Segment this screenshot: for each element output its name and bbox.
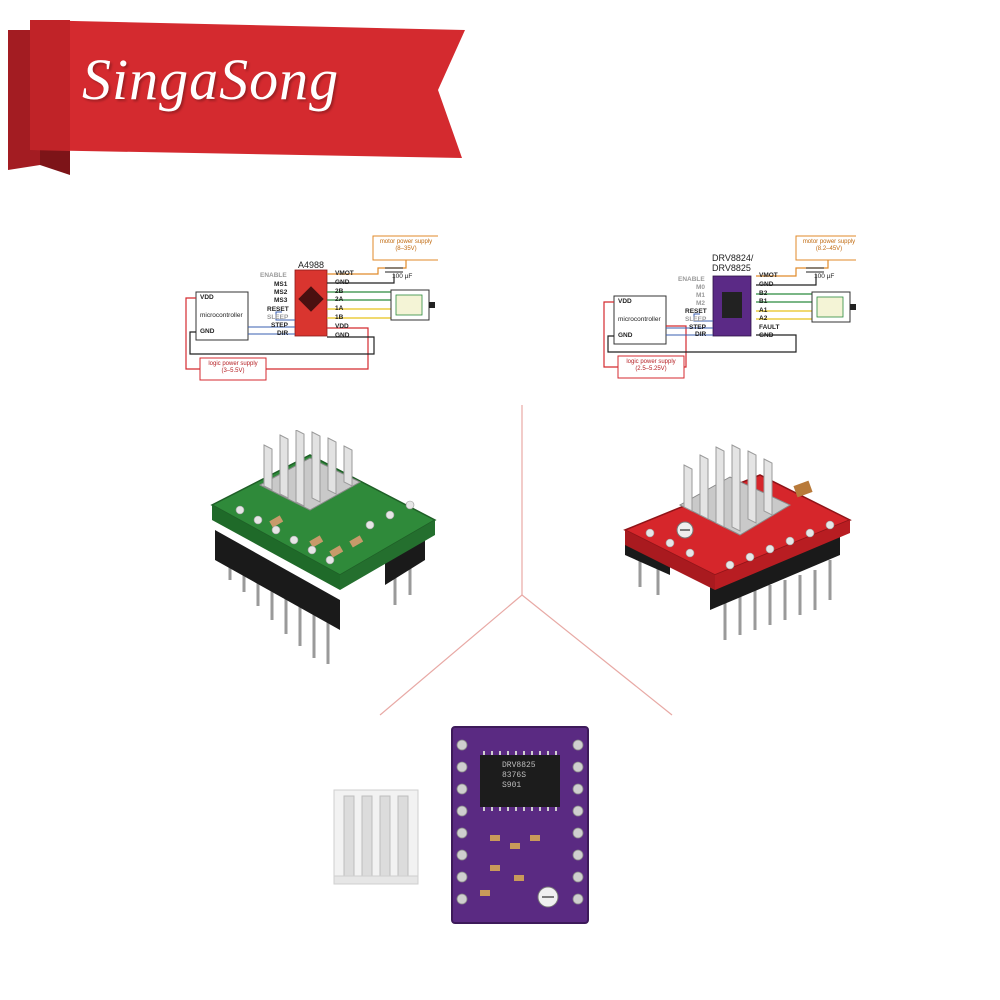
motor-supply-label: motor power supply (8.2–45V)	[800, 239, 858, 253]
capacitor-icon	[806, 267, 824, 273]
pin-step: STEP	[689, 324, 706, 331]
pin-reset: RESET	[267, 306, 289, 313]
pin-2b: 2B	[335, 288, 344, 295]
a4988-wiring-lines	[185, 235, 438, 381]
chip-marking-line3: S901	[502, 781, 522, 790]
potentiometer-icon	[676, 521, 694, 539]
motor-supply-title: motor power supply	[379, 239, 433, 245]
heatsink-icon	[333, 789, 419, 885]
mcu-gnd: GND	[200, 328, 215, 335]
pin-sleep: SLEEP	[267, 314, 289, 321]
drv8825-purple-module: DRV8825 8376S S901	[450, 725, 590, 925]
pin-a2: A2	[759, 315, 768, 322]
pin-gnd-motor: GND	[759, 281, 774, 288]
brand-name: SingaSong	[82, 47, 340, 112]
pin-dir: DIR	[695, 331, 707, 338]
drv8825-red-module	[623, 444, 852, 640]
logic-supply-title: logic power supply	[208, 361, 258, 367]
chip-marking-line2: 8376S	[502, 771, 527, 780]
pin-b1: B1	[759, 298, 768, 305]
a4988-green-module	[210, 430, 437, 664]
pin-m0: M0	[696, 284, 706, 291]
logic-supply-label: logic power supply (2.5–5.25V)	[622, 359, 680, 373]
motor-supply-title: motor power supply	[802, 239, 856, 245]
pin-sleep: SLEEP	[685, 316, 707, 323]
pin-gnd-logic: GND	[759, 332, 774, 339]
logic-supply-range: (2.5–5.25V)	[635, 365, 667, 372]
pin-ms2: MS2	[274, 289, 288, 296]
mcu-label: microcontroller	[200, 312, 243, 319]
mcu-vdd: VDD	[200, 294, 214, 301]
pin-vmot: VMOT	[335, 270, 354, 277]
logic-supply-label: logic power supply (3–5.5V)	[204, 361, 262, 375]
pin-vmot: VMOT	[759, 272, 778, 279]
pin-step: STEP	[271, 322, 288, 329]
pin-a1: A1	[759, 307, 768, 314]
chip-label-line2: DRV8825	[712, 263, 751, 273]
pin-ms1: MS1	[274, 281, 288, 288]
drv8825-wiring-diagram: DRV8824/ DRV8825 ENABLE M0 M1 M2 RESET S…	[596, 232, 856, 402]
pin-gnd-logic: GND	[335, 332, 350, 339]
pin-fault: FAULT	[759, 324, 780, 331]
mcu-gnd: GND	[618, 332, 633, 339]
pin-1a: 1A	[335, 305, 344, 312]
stepper-motor-icon	[390, 289, 435, 321]
mcu-vdd: VDD	[618, 298, 632, 305]
pin-2a: 2A	[335, 296, 344, 303]
pin-m1: M1	[696, 292, 706, 299]
pin-b2: B2	[759, 290, 768, 297]
pin-1b: 1B	[335, 314, 344, 321]
loose-heatsink	[333, 789, 419, 885]
pin-enable: ENABLE	[260, 272, 287, 279]
chip-marking-line1: DRV8825	[502, 761, 536, 770]
motor-supply-range: (8–35V)	[395, 245, 417, 252]
mcu-label: microcontroller	[618, 316, 661, 323]
drv8825-wiring-lines	[603, 235, 856, 379]
pin-reset: RESET	[685, 308, 707, 315]
capacitor-icon	[385, 267, 403, 273]
ribbon-banner-icon	[8, 20, 465, 175]
pin-enable: ENABLE	[678, 276, 705, 283]
pin-ms3: MS3	[274, 297, 288, 304]
a4988-wiring-diagram: A4988 ENABLE MS1 MS2 MS3 RESET SLEEP STE…	[178, 228, 438, 398]
logic-supply-title: logic power supply	[626, 359, 676, 365]
motor-supply-label: motor power supply (8–35V)	[377, 239, 435, 253]
heatsink-icon	[258, 430, 362, 511]
capacitor-value: 100 µF	[814, 273, 835, 280]
logic-supply-range: (3–5.5V)	[221, 367, 245, 374]
chip-label-line1: DRV8824/	[712, 253, 754, 263]
heatsink-icon	[678, 444, 792, 536]
brand-banner: SingaSong	[0, 0, 470, 180]
pin-gnd-motor: GND	[335, 279, 350, 286]
chip-label: A4988	[298, 260, 325, 270]
pin-vdd: VDD	[335, 323, 349, 330]
motor-supply-range: (8.2–45V)	[815, 245, 843, 252]
chip-marking: DRV8825 8376S S901	[502, 761, 536, 791]
potentiometer-icon	[537, 886, 559, 908]
pin-m2: M2	[696, 300, 706, 307]
pin-dir: DIR	[277, 330, 289, 337]
capacitor-value: 100 µF	[392, 273, 413, 280]
purple-board-art	[451, 726, 589, 924]
stepper-motor-icon	[811, 291, 856, 323]
